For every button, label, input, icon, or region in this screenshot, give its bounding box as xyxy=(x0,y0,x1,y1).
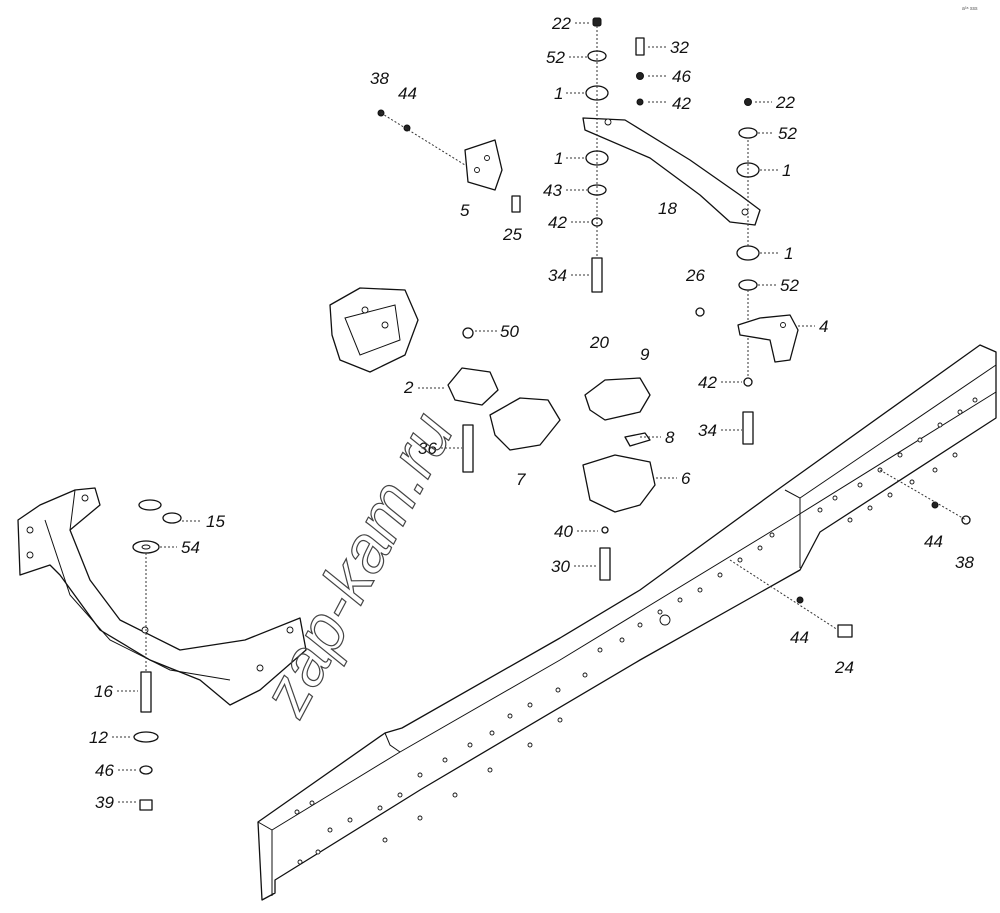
callout-12: 12 xyxy=(89,728,108,747)
front-cross-member xyxy=(17,487,307,706)
callout-50: 50 xyxy=(500,322,519,341)
callout-6: 6 xyxy=(681,469,691,488)
callout-52: 52 xyxy=(778,124,797,143)
callout-52: 52 xyxy=(780,276,799,295)
callout-42: 42 xyxy=(672,94,691,113)
fasteners-right xyxy=(695,307,971,638)
bushing-stack-right xyxy=(736,98,760,445)
callout-15: 15 xyxy=(206,512,225,531)
bushing-stack-left xyxy=(585,17,609,293)
frame-side-member xyxy=(257,344,997,901)
corner-mark: a³⁸ sss xyxy=(962,6,978,12)
callout-38: 38 xyxy=(955,553,974,572)
callout-9: 9 xyxy=(640,345,650,364)
bracket-5 xyxy=(377,109,521,213)
callout-18: 18 xyxy=(658,199,677,218)
callout-39: 39 xyxy=(95,793,114,812)
callout-34: 34 xyxy=(698,421,717,440)
callout-30: 30 xyxy=(551,557,570,576)
callout-1: 1 xyxy=(782,161,791,180)
callout-34: 34 xyxy=(548,266,567,285)
stacked-washers-left xyxy=(132,499,182,811)
callout-52: 52 xyxy=(546,48,565,67)
callout-44: 44 xyxy=(398,84,417,103)
callout-2: 2 xyxy=(403,378,414,397)
callout-32: 32 xyxy=(670,38,689,57)
callout-22: 22 xyxy=(551,14,571,33)
callout-1: 1 xyxy=(554,84,563,103)
callout-25: 25 xyxy=(502,225,522,244)
callout-43: 43 xyxy=(543,181,562,200)
callout-7: 7 xyxy=(516,470,526,489)
callout-4: 4 xyxy=(819,317,828,336)
callout-24: 24 xyxy=(834,658,854,677)
callout-44: 44 xyxy=(790,628,809,647)
callout-20: 20 xyxy=(589,333,609,352)
mount-assembly-upper-left xyxy=(329,287,419,373)
plate-8 xyxy=(624,432,651,447)
callout-36: 36 xyxy=(418,439,437,458)
bolt-stack-center xyxy=(635,37,645,106)
mount-support-9 xyxy=(584,377,651,421)
watermark: zap-kam.ru xyxy=(247,400,468,727)
callout-42: 42 xyxy=(548,213,567,232)
callout-42: 42 xyxy=(698,373,717,392)
callout-dashes xyxy=(112,22,815,803)
callout-54: 54 xyxy=(181,538,200,557)
callout-8: 8 xyxy=(665,428,675,447)
callout-46: 46 xyxy=(95,761,114,780)
callout-16: 16 xyxy=(94,682,113,701)
bracket-6 xyxy=(582,454,656,581)
callout-labels: 22 52 1 1 43 42 34 32 46 42 18 22 52 1 1… xyxy=(89,14,974,812)
callout-5: 5 xyxy=(460,201,470,220)
callout-40: 40 xyxy=(554,522,573,541)
callout-38: 38 xyxy=(370,69,389,88)
callout-26: 26 xyxy=(685,266,705,285)
frame-holes xyxy=(294,397,978,865)
callout-46: 46 xyxy=(672,67,691,86)
callout-22: 22 xyxy=(775,93,795,112)
bracket-4 xyxy=(737,314,799,363)
callout-1: 1 xyxy=(554,149,563,168)
callout-1: 1 xyxy=(784,244,793,263)
callout-44: 44 xyxy=(924,532,943,551)
mount-cover-7 xyxy=(489,397,561,451)
mount-support-2 xyxy=(447,327,499,473)
